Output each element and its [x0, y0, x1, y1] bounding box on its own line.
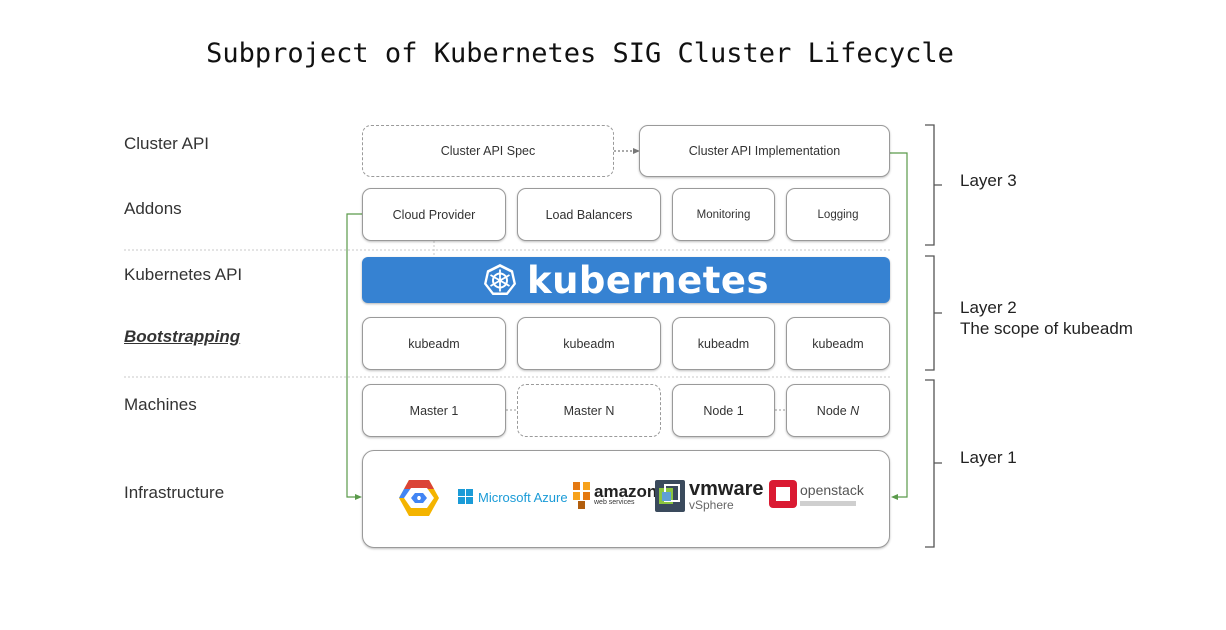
page-title: Subproject of Kubernetes SIG Cluster Lif…: [206, 38, 954, 69]
cluster-api-implementation-box: Cluster API Implementation: [639, 125, 890, 177]
layer-1-label: Layer 1: [960, 448, 1017, 467]
layer-2-label: Layer 2: [960, 298, 1017, 317]
row-label-addons: Addons: [124, 199, 182, 218]
layer-3-label: Layer 3: [960, 171, 1017, 190]
google-cloud-logo: [398, 478, 440, 518]
kubeadm-box-4: kubeadm: [786, 317, 890, 370]
machine-master-n-box: Master N: [517, 384, 661, 437]
machine-node-n-box: Node N: [786, 384, 890, 437]
amazon-label: amazon: [594, 482, 658, 501]
node-n-prefix: Node: [816, 403, 851, 418]
left-connector-arrowhead: [355, 494, 362, 500]
infrastructure-box: [362, 450, 890, 548]
google-cloud-icon: [399, 480, 439, 516]
openstack-tagline-bar: [800, 501, 856, 506]
vmware-label: vmware: [689, 478, 764, 500]
vsphere-label: vSphere: [689, 498, 734, 512]
impl-to-infra-connector: [890, 152, 908, 498]
openstack-icon: [769, 480, 797, 508]
kubernetes-wordmark: kubernetes: [526, 258, 769, 302]
right-connector-arrowhead: [891, 494, 898, 500]
kubeadm-box-2: kubeadm: [517, 317, 661, 370]
row-label-kubernetes-api: Kubernetes API: [124, 265, 243, 284]
azure-label: Microsoft Azure: [478, 489, 568, 505]
kubeadm-box-1: kubeadm: [362, 317, 506, 370]
microsoft-azure-logo: Microsoft Azure: [458, 489, 568, 505]
openstack-label: openstack: [800, 482, 864, 498]
row-label-bootstrapping: Bootstrapping: [124, 327, 241, 346]
microsoft-windows-icon: [458, 489, 473, 504]
layer1-bracket: [925, 379, 942, 548]
addon-load-balancers-box: Load Balancers: [517, 188, 661, 241]
machine-master-1-box: Master 1: [362, 384, 506, 437]
addon-cloud-provider-box: Cloud Provider: [362, 188, 506, 241]
addon-monitoring-box: Monitoring: [672, 188, 775, 241]
kubeadm-box-3: kubeadm: [672, 317, 775, 370]
layer-2-scope-label: The scope of kubeadm: [960, 319, 1133, 338]
kubernetes-helm-icon: [483, 264, 516, 295]
cluster-api-spec-box: Cluster API Spec: [362, 125, 614, 177]
row-label-infrastructure: Infrastructure: [124, 483, 225, 502]
node-n-suffix: N: [850, 403, 860, 418]
aws-cubes-icon: [573, 482, 590, 509]
machine-node-1-box: Node 1: [672, 384, 775, 437]
vmware-vsphere-logo: vmware vSphere: [655, 478, 764, 512]
vsphere-icon: [655, 480, 685, 512]
cloud-provider-to-infra-connector: [346, 213, 363, 498]
addon-logging-box: Logging: [786, 188, 890, 241]
layer3-bracket: [925, 124, 942, 246]
amazon-web-services-logo: amazon web services: [572, 480, 657, 510]
layer2-bracket: [925, 255, 942, 371]
row-label-machines: Machines: [124, 395, 197, 414]
amazon-sub-label: web services: [594, 499, 635, 506]
spec-to-impl-arrowhead: [633, 148, 640, 154]
kubernetes-banner: kubernetes: [362, 257, 890, 303]
openstack-logo: openstack: [769, 480, 864, 508]
row-label-cluster-api: Cluster API: [124, 134, 210, 153]
